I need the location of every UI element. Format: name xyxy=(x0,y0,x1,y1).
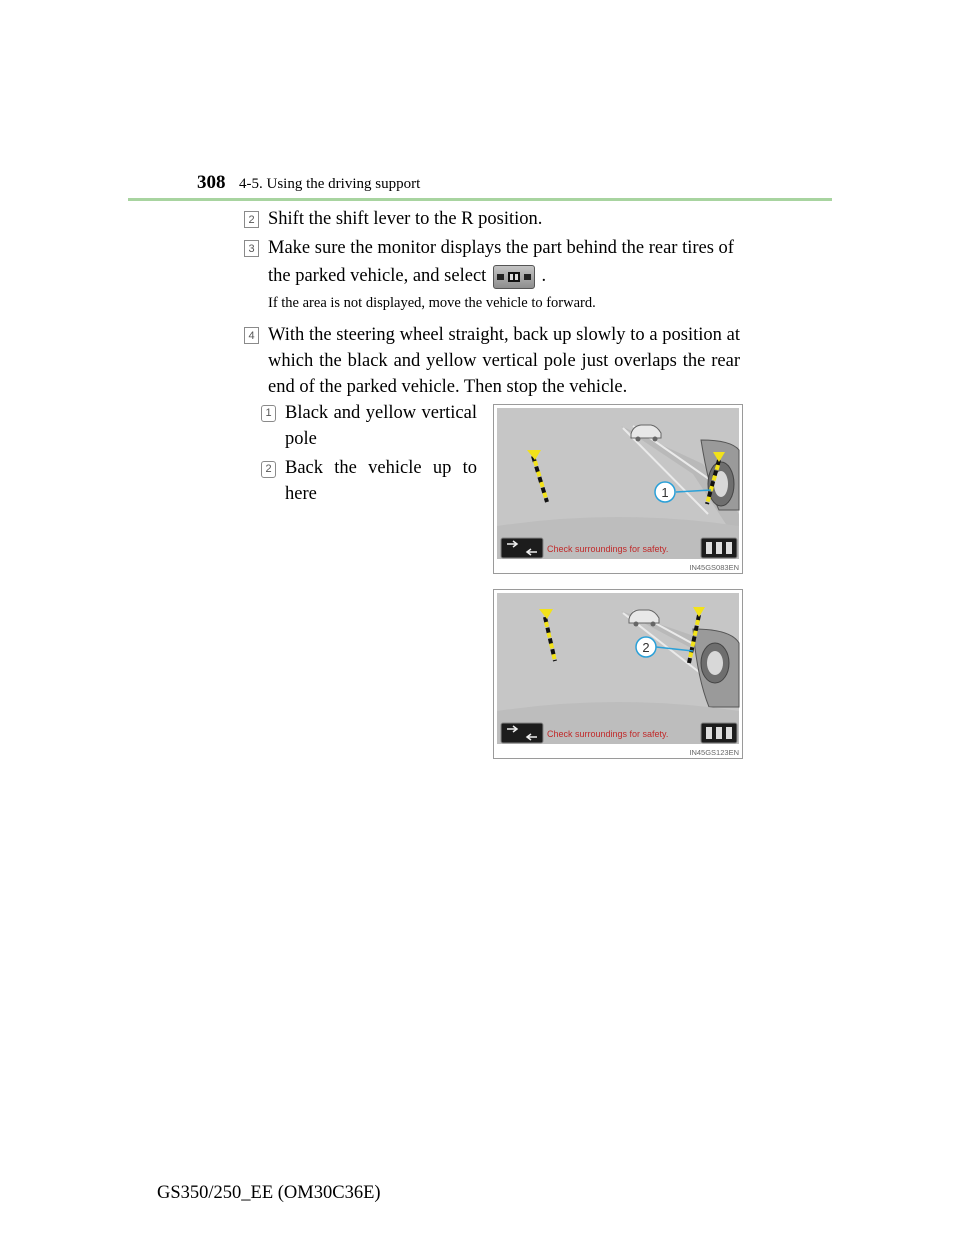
step-3-text-line2: the parked vehicle, and select . xyxy=(268,263,546,289)
figure-2-right-view-button xyxy=(700,722,738,744)
black-yellow-pole-icon-2 xyxy=(539,609,557,662)
figure-2-rear-camera-view: 2 Check surroundings for safety. IN45GS1… xyxy=(493,589,743,759)
figure-2-callout-label: 2 xyxy=(642,640,649,655)
section-title: 4-5. Using the driving support xyxy=(239,176,421,192)
step-3-text-line1: Make sure the monitor displays the part … xyxy=(268,238,734,258)
callout-number-1: 1 xyxy=(261,405,276,422)
figure-2-code: IN45GS123EN xyxy=(689,748,739,757)
figure-1-rear-camera-view: 1 Check surroundings for safety. IN45GS0… xyxy=(493,404,743,574)
step-number-4: 4 xyxy=(244,327,259,344)
footer-model-code: GS350/250_EE (OM30C36E) xyxy=(157,1183,381,1203)
parked-car-icon-2 xyxy=(628,609,660,627)
black-yellow-pole-icon xyxy=(527,450,549,503)
callout-2-text: Back the vehicle up to here xyxy=(285,458,477,504)
figure-1-right-view-button xyxy=(700,537,738,559)
step-number-2: 2 xyxy=(244,211,259,228)
camera-view-button-icon xyxy=(492,264,535,289)
figure-1-code: IN45GS083EN xyxy=(689,563,739,572)
black-yellow-pole-right-icon xyxy=(705,452,725,505)
figure-1-safety-message: Check surroundings for safety. xyxy=(547,544,668,554)
step-number-3: 3 xyxy=(244,240,259,257)
callout-1-text: Black and yellow vertical pole xyxy=(285,403,477,449)
figure-1-callout-label: 1 xyxy=(661,485,668,500)
page-number: 308 xyxy=(197,172,226,193)
parked-car-icon xyxy=(630,424,662,442)
step-3-text-line2-a: the parked vehicle, and select xyxy=(268,266,487,286)
parked-vehicle-rear-2 xyxy=(692,628,740,708)
step-2-text: Shift the shift lever to the R position. xyxy=(268,209,543,229)
figure-2-safety-message: Check surroundings for safety. xyxy=(547,729,668,739)
step-3-note: If the area is not displayed, move the v… xyxy=(268,295,596,311)
step-3-text-line2-b: . xyxy=(541,266,547,286)
figure-1-left-view-button xyxy=(500,537,544,559)
header-rule xyxy=(128,198,832,201)
step-4-text: With the steering wheel straight, back u… xyxy=(268,325,740,397)
callout-number-2: 2 xyxy=(261,461,276,478)
black-yellow-pole-right-icon-2 xyxy=(687,607,705,664)
figure-2-left-view-button xyxy=(500,722,544,744)
parked-vehicle-rear xyxy=(700,439,740,511)
